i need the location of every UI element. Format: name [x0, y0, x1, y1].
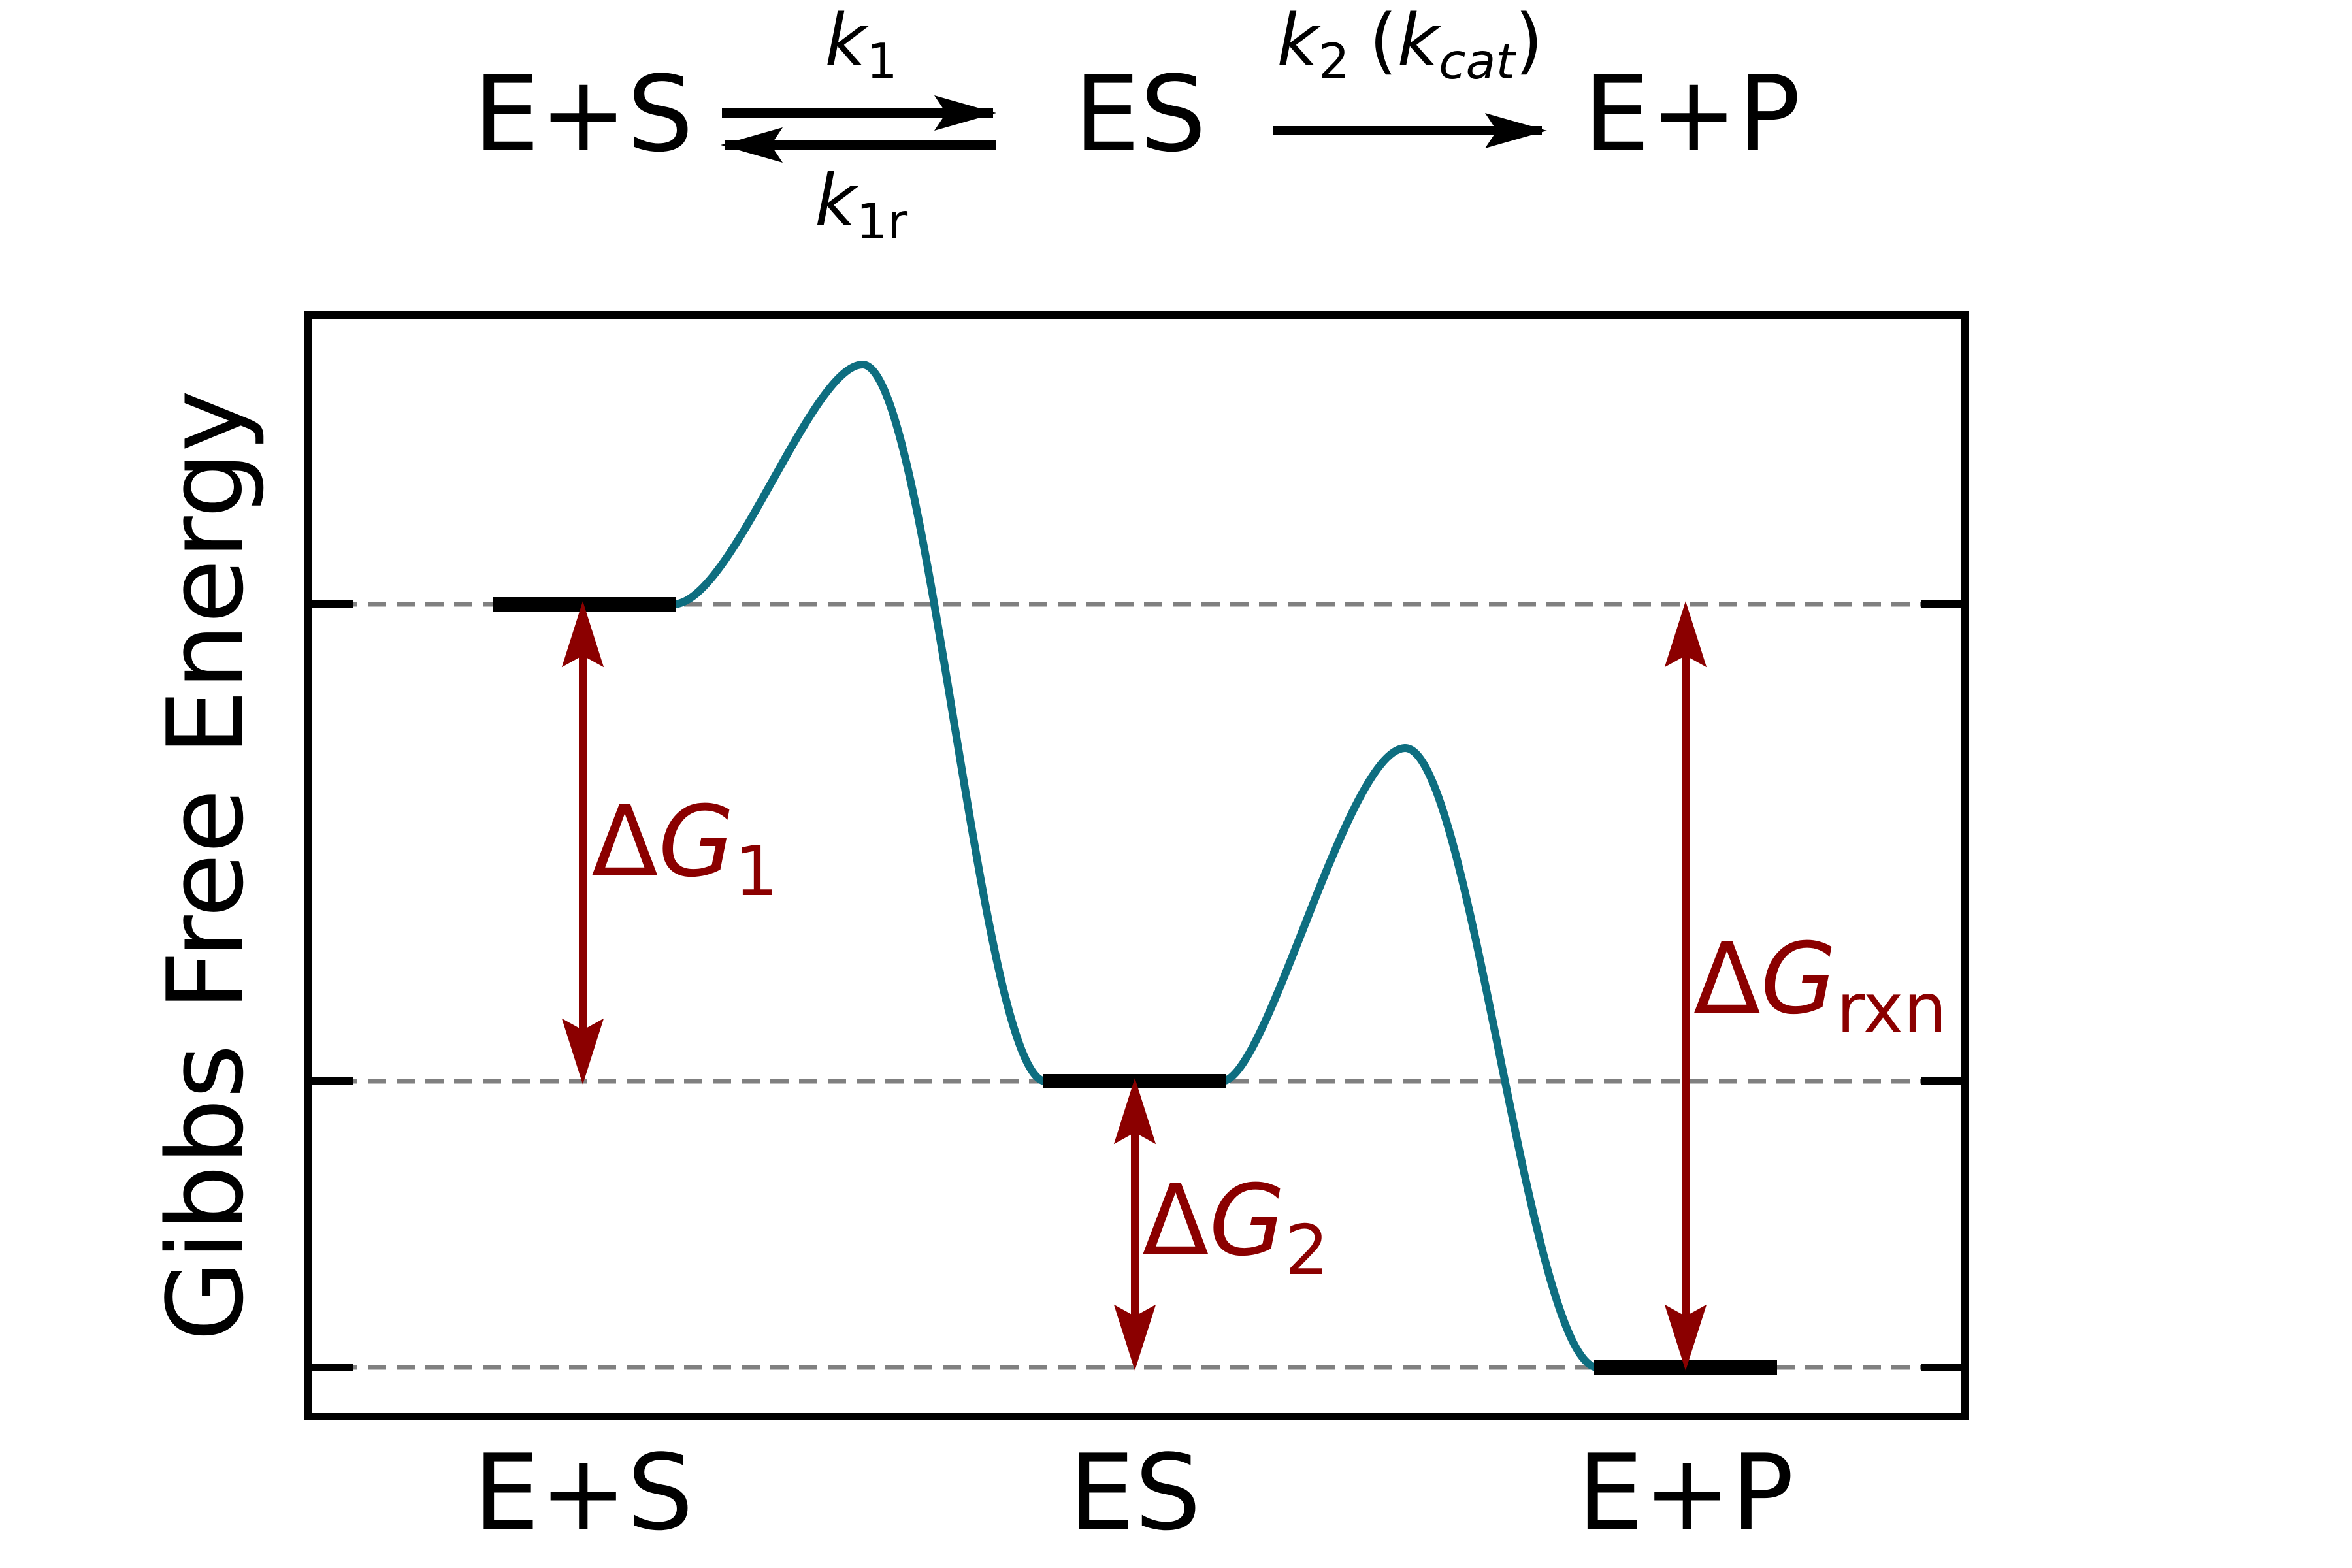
- rate-constant-k1: k1: [825, 0, 897, 90]
- rate-constant-k1r: k1r: [815, 159, 907, 250]
- xtick-label-es: ES: [1069, 1431, 1201, 1554]
- reverse-arrow-k1r-head: [721, 127, 783, 163]
- delta-g2-arrow: [1113, 1078, 1156, 1371]
- forward-arrow-k2-head: [1485, 113, 1547, 148]
- delta-g1-label: ΔG1: [591, 785, 778, 911]
- delta-g1-arrow: [561, 601, 604, 1085]
- scheme-species-es: ES: [1074, 53, 1207, 175]
- reaction-scheme: E+S ES E+P k1 k1r k2(kcat): [474, 0, 1801, 250]
- energy-profile-curve: [669, 360, 1601, 1371]
- delta-grxn-label: ΔGrxn: [1693, 923, 1947, 1049]
- forward-arrow-k1-head: [934, 95, 996, 131]
- xtick-label-es-s: E+S: [474, 1431, 694, 1554]
- y-axis-label: Gibbs Free Energy: [144, 390, 267, 1341]
- scheme-species-e-p: E+P: [1584, 53, 1801, 175]
- scheme-species-es-s: E+S: [474, 53, 694, 175]
- rate-constant-k2-kcat: k2(kcat): [1277, 0, 1543, 90]
- plot-frame: [304, 311, 1969, 1420]
- xtick-label-e-p: E+P: [1577, 1431, 1794, 1554]
- plot-area: ΔG1 ΔG2 ΔGrxn: [304, 311, 1969, 1420]
- delta-grxn-arrow: [1664, 601, 1707, 1371]
- delta-g2-label: ΔG2: [1142, 1164, 1329, 1290]
